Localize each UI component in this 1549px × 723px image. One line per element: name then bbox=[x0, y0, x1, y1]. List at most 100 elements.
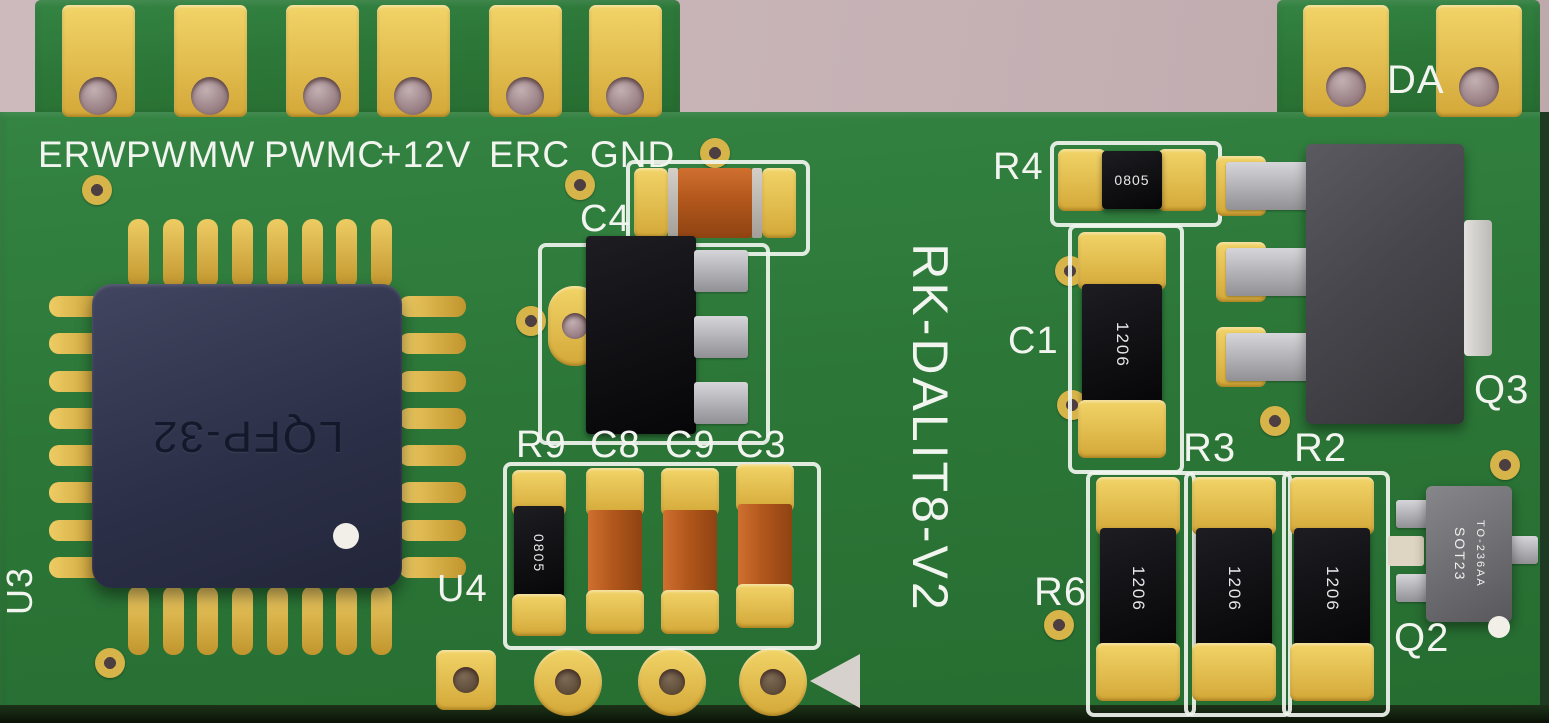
ref-c9: C9 bbox=[665, 424, 716, 466]
q2-package-marking: SOT23 bbox=[1452, 526, 1468, 582]
ic-pin bbox=[266, 586, 288, 655]
ic-pin bbox=[162, 586, 184, 655]
board-right-edge bbox=[1540, 112, 1549, 705]
ic-pin bbox=[399, 519, 466, 541]
silk-outline-r2 bbox=[1282, 471, 1390, 717]
smd-pad bbox=[586, 590, 644, 634]
resistor-code: 1206 bbox=[1225, 566, 1244, 612]
q3-lead bbox=[1226, 162, 1312, 210]
connector-pad bbox=[589, 5, 662, 117]
ref-r9: R9 bbox=[516, 424, 567, 466]
arrow-marker-icon bbox=[810, 654, 860, 708]
via bbox=[82, 175, 112, 205]
ic-pin bbox=[128, 586, 149, 655]
via bbox=[95, 648, 125, 678]
ic-pin bbox=[197, 219, 219, 288]
ref-u4: U4 bbox=[437, 568, 488, 610]
connector-pad bbox=[377, 5, 450, 117]
smd-pad bbox=[1078, 232, 1166, 290]
smd-pad bbox=[1096, 477, 1180, 535]
ic-pin bbox=[399, 370, 466, 392]
connector-label: +12V bbox=[380, 134, 472, 175]
via bbox=[1260, 406, 1290, 436]
ref-q2: Q2 bbox=[1394, 616, 1450, 660]
connector-pad bbox=[489, 5, 562, 117]
ic-pin bbox=[399, 296, 466, 317]
connector-label: ERW bbox=[38, 134, 127, 175]
connector-label: PWMC bbox=[264, 134, 386, 175]
drill-hole bbox=[555, 669, 581, 695]
q2-type-marking: TO-236AA bbox=[1474, 520, 1486, 588]
drill-hole bbox=[394, 77, 432, 115]
q3-lead bbox=[1226, 333, 1312, 381]
q2-pad bbox=[1388, 536, 1424, 566]
connector-pad bbox=[286, 5, 359, 117]
mount-pad-round bbox=[638, 648, 706, 716]
smd-pad bbox=[1290, 643, 1374, 701]
da-pad bbox=[1436, 5, 1522, 117]
transistor-q2-body: SOT23 TO-236AA bbox=[1426, 486, 1512, 622]
smd-pad bbox=[661, 468, 719, 516]
da-label: DA bbox=[1387, 58, 1445, 102]
ref-r4: R4 bbox=[993, 146, 1044, 188]
lqfp-pins-top bbox=[128, 219, 392, 288]
smd-pad bbox=[1058, 149, 1106, 211]
resistor-code: 0805 bbox=[531, 534, 547, 574]
cap-c1-body: 1206 bbox=[1082, 284, 1162, 406]
resistor-code: 1206 bbox=[1129, 566, 1148, 612]
resistor-r2-body: 1206 bbox=[1294, 528, 1370, 650]
smd-pad bbox=[1158, 149, 1206, 211]
ic-pin bbox=[370, 219, 392, 288]
resistor-r6-body: 1206 bbox=[1100, 528, 1176, 650]
ic-pin bbox=[399, 445, 466, 467]
lqfp-pins-bottom bbox=[128, 586, 392, 655]
cap-terminal bbox=[668, 168, 678, 238]
pin1-dot bbox=[333, 523, 359, 549]
ic-pin bbox=[399, 556, 466, 578]
regulator-lead bbox=[694, 250, 748, 292]
mount-pad-square bbox=[436, 650, 496, 710]
white-dot bbox=[1488, 616, 1510, 638]
ic-pin bbox=[399, 482, 466, 504]
ic-pin bbox=[336, 219, 358, 288]
drill-hole bbox=[303, 77, 341, 115]
ref-u3: U3 bbox=[0, 566, 41, 616]
smd-pad bbox=[1290, 477, 1374, 535]
ic-pin bbox=[232, 219, 254, 288]
resistor-r4-body: 0805 bbox=[1102, 151, 1162, 209]
ic-pin bbox=[197, 586, 219, 655]
lqfp-pins-right bbox=[399, 296, 466, 578]
regulator-lead bbox=[694, 316, 748, 358]
silk-outline-r6 bbox=[1086, 471, 1196, 717]
resistor-r3-body: 1206 bbox=[1196, 528, 1272, 650]
silk-outline-r3 bbox=[1184, 471, 1292, 717]
ic-pin bbox=[301, 586, 323, 655]
via bbox=[565, 170, 595, 200]
via bbox=[1044, 610, 1074, 640]
drill-hole bbox=[606, 77, 644, 115]
smd-pad bbox=[661, 590, 719, 634]
ic-pin bbox=[336, 586, 358, 655]
via bbox=[1490, 450, 1520, 480]
smd-pad bbox=[512, 594, 566, 636]
chip-package-marking: LQFP-32 bbox=[150, 412, 344, 461]
smd-pad bbox=[634, 168, 668, 238]
connector-pad bbox=[174, 5, 247, 117]
smd-pad bbox=[762, 168, 796, 238]
cap-c4-body bbox=[678, 168, 752, 238]
ref-q3: Q3 bbox=[1474, 368, 1530, 412]
cap-code: 1206 bbox=[1113, 322, 1132, 368]
ref-r3: R3 bbox=[1183, 426, 1237, 470]
ic-pin bbox=[399, 407, 466, 429]
mount-pad-round bbox=[739, 648, 807, 716]
ref-r6: R6 bbox=[1034, 570, 1088, 614]
drill-hole bbox=[506, 77, 544, 115]
smd-pad bbox=[1096, 643, 1180, 701]
q3-lead bbox=[1226, 248, 1312, 296]
transistor-q3-body bbox=[1306, 144, 1464, 424]
cap-c8-body bbox=[588, 510, 642, 596]
cap-c3-body bbox=[738, 504, 792, 590]
ic-pin bbox=[266, 219, 288, 288]
ic-pin bbox=[162, 219, 184, 288]
